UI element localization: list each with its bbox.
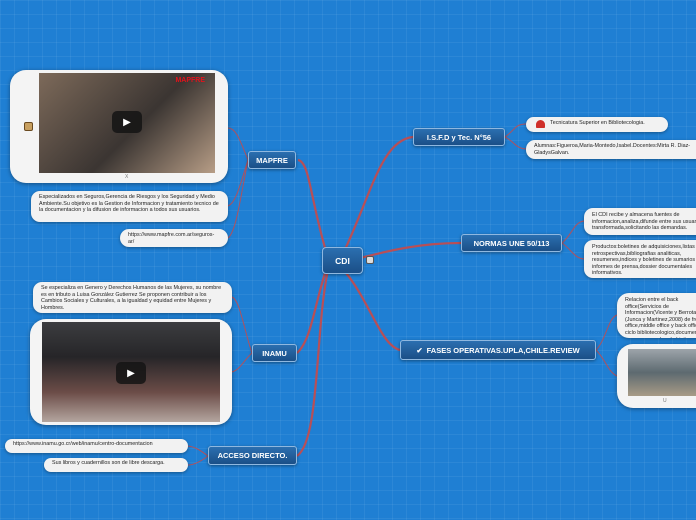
media-caption: X <box>125 174 129 180</box>
mapfre-description[interactable]: Especializados en Seguros,Gerencia de Ri… <box>31 191 228 222</box>
acceso-note[interactable]: Sus libros y cuadernillos son de libre d… <box>44 458 188 472</box>
mapfre-logo: MAPFRE <box>175 77 205 84</box>
node-inamu[interactable]: INAMU <box>252 344 297 362</box>
robot-icon <box>366 256 374 264</box>
normas-leaf-recibe[interactable]: El CDI recibe y almacena fuentes de info… <box>584 208 696 235</box>
fases-leaf-relacion[interactable]: Relacion entre el back office(Servicios … <box>617 293 696 338</box>
node-isfd[interactable]: I.S.F.D y Tec. N°56 <box>413 128 505 146</box>
normas-leaf-productos[interactable]: Productos:boletines de adquisiciones,lis… <box>584 240 696 278</box>
center-node-cdi[interactable]: CDI <box>322 247 363 274</box>
inamu-video-card[interactable]: ▶ <box>30 319 232 425</box>
inamu-description[interactable]: Se especializa en Genero y Derechos Huma… <box>33 282 232 313</box>
node-fases-operativas[interactable]: ✔ FASES OPERATIVAS.UPLA,CHILE.REVIEW <box>400 340 596 360</box>
video-thumbnail: MAPFRE ▶ <box>39 73 215 173</box>
node-acceso-directo[interactable]: ACCESO DIRECTO. <box>208 446 297 465</box>
isfd-leaf-tecnicatura[interactable]: Tecnicatura Superior en Bibliotecologia. <box>526 117 668 132</box>
mushroom-icon <box>536 120 545 128</box>
person-icon <box>24 122 33 131</box>
video-thumbnail: ▶ <box>42 322 220 422</box>
fases-media-card[interactable]: U <box>617 344 696 408</box>
acceso-link[interactable]: https://www.inamu.go.cr/web/inamu/centro… <box>5 439 188 453</box>
checkmark-icon: ✔ <box>416 345 423 355</box>
mapfre-link[interactable]: https://www.mapfre.com.ar/seguros-ar/ <box>120 229 228 247</box>
isfd-leaf-alumnas[interactable]: Alumnas:Figueroa,Maria-Montedo,Isabel.Do… <box>526 140 696 159</box>
mapfre-video-card[interactable]: MAPFRE ▶ X <box>10 70 228 183</box>
node-normas-une[interactable]: NORMAS UNE 50/113 <box>461 234 562 252</box>
play-button[interactable]: ▶ <box>112 111 142 133</box>
node-mapfre[interactable]: MAPFRE <box>248 151 296 169</box>
media-caption: U <box>663 398 667 404</box>
play-button[interactable]: ▶ <box>116 362 146 384</box>
media-image <box>628 349 696 396</box>
